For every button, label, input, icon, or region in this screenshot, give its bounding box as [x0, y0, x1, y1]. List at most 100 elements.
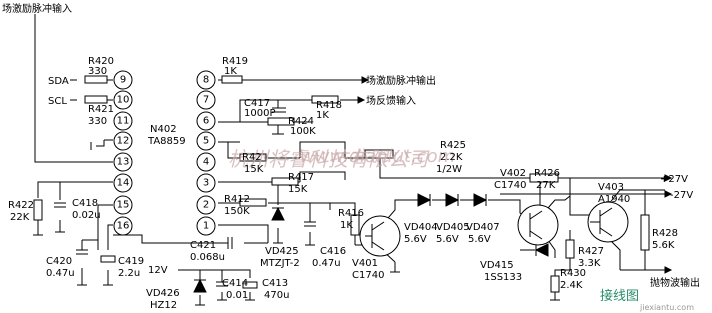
- label-r42-value: 15K: [244, 164, 264, 175]
- label-r422: R422: [8, 200, 34, 211]
- label-r430: R430: [560, 268, 586, 279]
- v402-symbol: [517, 204, 559, 246]
- label-v403: V403: [598, 182, 624, 193]
- label-r412-value: 150K: [224, 206, 250, 217]
- v403-symbol: [587, 201, 629, 243]
- ic-right-pins: 8 7 6 5 4 3 2 1: [196, 70, 216, 236]
- label-c417-value: 1000P: [244, 108, 275, 119]
- label-c419-value: 2.2u: [118, 268, 140, 279]
- ic-pin-11: 11: [117, 116, 130, 127]
- label-r42: R42: [242, 152, 262, 163]
- label-c421-value: 0.068u: [190, 252, 225, 263]
- label-r412: R412: [224, 194, 250, 205]
- label-v402-value: C1740: [494, 180, 526, 191]
- label-c417: C417: [244, 98, 270, 109]
- label-r430-value: 2.4K: [560, 280, 583, 291]
- vd407-symbol: [473, 193, 488, 207]
- label-vd425: VD425: [265, 246, 299, 257]
- label-r419-value: 1K: [224, 66, 237, 77]
- label-c420: C420: [46, 256, 72, 267]
- label-sda: SDA: [48, 76, 69, 87]
- label-v401-value: C1740: [352, 270, 384, 281]
- r422-body: [33, 199, 43, 221]
- transistor-symbols: [359, 201, 629, 257]
- label-vd415-value: 1SS133: [484, 272, 522, 283]
- label-vd426: VD426: [146, 288, 180, 299]
- ic-pin-10: 10: [117, 95, 130, 106]
- label-c416: C416: [320, 246, 346, 257]
- ic-pin-13: 13: [117, 157, 130, 168]
- label-r426: R426: [534, 168, 560, 179]
- label-r425: R425: [440, 140, 466, 151]
- ic-pin-7: 7: [203, 95, 209, 106]
- ic-pin-2: 2: [203, 200, 209, 211]
- vd415-symbol: [534, 243, 549, 257]
- label-c414: C414: [222, 278, 248, 289]
- label-r418: R418: [316, 100, 342, 111]
- ic-pin-3: 3: [203, 178, 209, 189]
- label-r416-value: 1K: [340, 220, 353, 231]
- vd404-symbol: [417, 193, 432, 207]
- capacitor-bodies: [54, 107, 316, 289]
- label-r427-value: 3.3K: [578, 258, 601, 269]
- label-r420-value: 330: [88, 66, 107, 77]
- r428-body: [640, 214, 650, 251]
- ic-pin-6: 6: [203, 116, 209, 127]
- ic-pin-4: 4: [203, 157, 209, 168]
- label-ic-part: TA8859: [147, 136, 186, 147]
- r425-body: [364, 149, 394, 159]
- label-c413-value: 470u: [264, 290, 289, 301]
- watermark-site-url: jiexiantu.com: [639, 303, 694, 312]
- r427-body: [565, 239, 575, 259]
- label-vd405-value: 5.6V: [436, 234, 459, 245]
- ic-pin-12: 12: [117, 136, 130, 147]
- label-field-drive-output: 场激励脉冲输出: [366, 74, 436, 87]
- label-r425-value: 2.2K: [440, 152, 463, 163]
- label-r421-value: 330: [88, 116, 107, 127]
- label-vd407: VD407: [466, 222, 500, 233]
- v401-symbol: [359, 215, 401, 257]
- ic-pin-9: 9: [120, 75, 126, 86]
- r417-body: [271, 177, 299, 186]
- label-r424-value: 100K: [290, 126, 316, 137]
- label-c413: C413: [262, 278, 288, 289]
- label-c418: C418: [72, 198, 98, 209]
- label-v403-value: A1940: [598, 194, 630, 205]
- label-vd407-value: 5.6V: [468, 234, 491, 245]
- label-r426-value: 27K: [536, 180, 556, 191]
- output-arrows: [357, 76, 673, 274]
- label-r428-value: 5.6K: [652, 240, 675, 251]
- r430-body: [550, 275, 560, 293]
- resistor-bodies: [33, 75, 650, 293]
- r418-body: [311, 95, 339, 104]
- label-field-feedback-input: 场反馈输入: [366, 94, 416, 107]
- label-field-drive-input: 场激励脉冲输入: [2, 2, 72, 15]
- label-r417-value: 15K: [288, 184, 308, 195]
- label-r428: R428: [652, 228, 678, 239]
- label-r418-value: 1K: [316, 110, 329, 121]
- ic-pin-14: 14: [117, 178, 130, 189]
- r424-body: [267, 117, 295, 126]
- label-12v: 12V: [148, 265, 168, 276]
- label-scl: SCL: [48, 96, 67, 107]
- c413-body: [242, 281, 258, 289]
- label-v402: V402: [500, 168, 526, 179]
- ic-pin-8: 8: [203, 75, 209, 86]
- r412-body: [239, 198, 267, 207]
- c419-body: [100, 255, 116, 263]
- vd405-symbol: [445, 193, 460, 207]
- label-neg27v: -27V: [670, 190, 693, 201]
- ic-pin-5: 5: [203, 136, 209, 147]
- diode-symbols: [193, 193, 549, 293]
- label-r421: R421: [88, 104, 114, 115]
- r426-body: [529, 173, 559, 183]
- r416-body: [350, 214, 360, 236]
- label-r417: R417: [288, 172, 314, 183]
- r42-body: [239, 153, 267, 162]
- label-r419: R419: [222, 56, 248, 67]
- r420-body: [84, 75, 108, 84]
- ic-pin-16: 16: [117, 221, 130, 232]
- label-c421: C421: [190, 240, 216, 251]
- r421-body: [84, 95, 108, 104]
